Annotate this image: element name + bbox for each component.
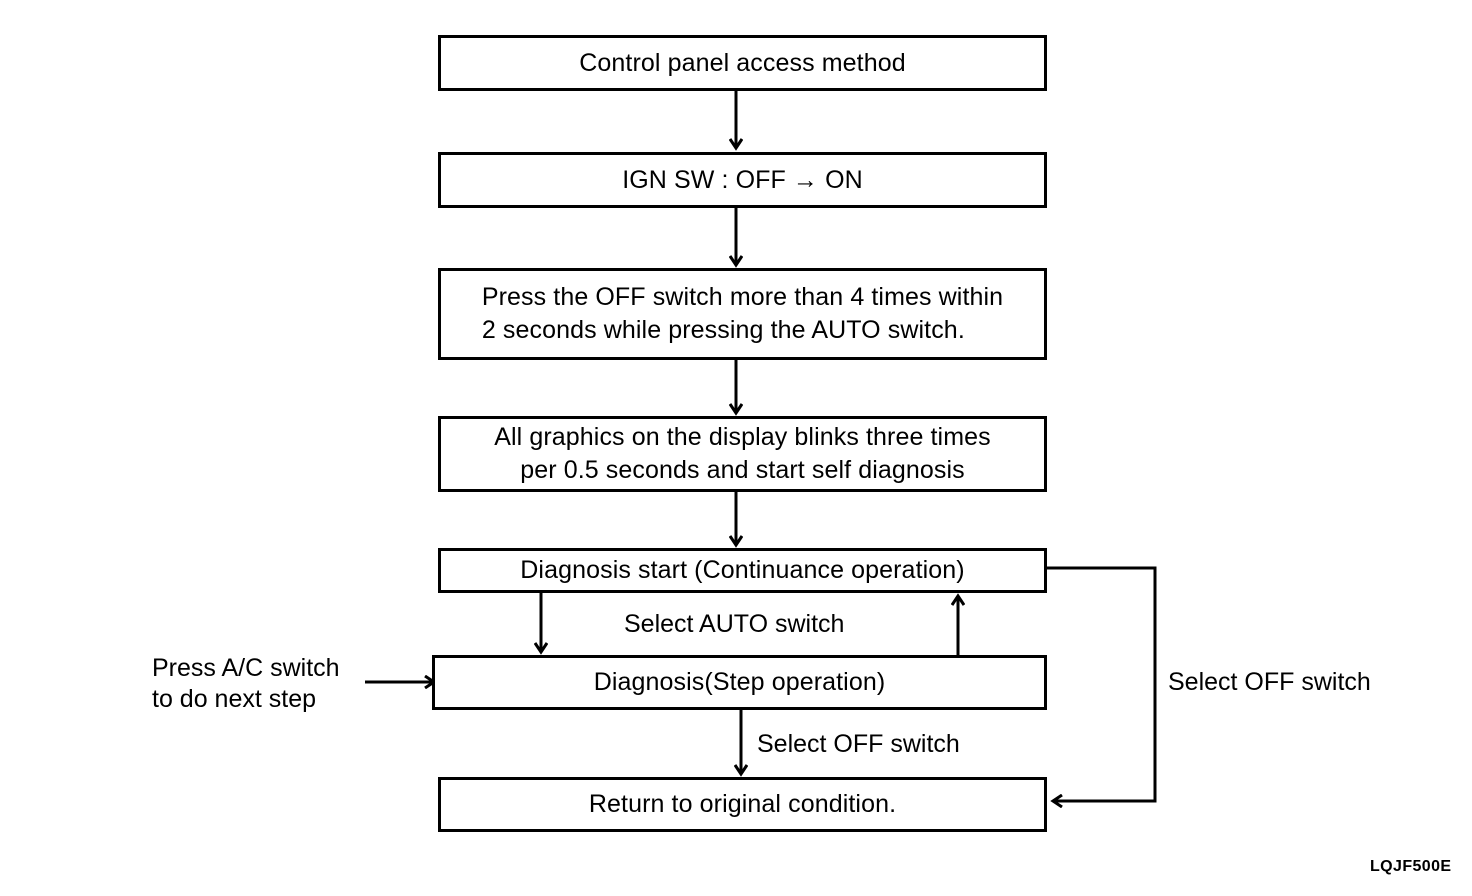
node-ign-sw: IGN SW : OFF → ON xyxy=(438,152,1047,208)
node-label: IGN SW : OFF → ON xyxy=(622,165,863,194)
node-diagnosis-start-continuance: Diagnosis start (Continuance operation) xyxy=(438,548,1047,593)
annotation-press-ac-switch: Press A/C switch to do next step xyxy=(152,654,340,713)
edge-label-select-off-switch-right: Select OFF switch xyxy=(1168,668,1371,696)
node-label: Diagnosis start (Continuance operation) xyxy=(520,556,965,584)
node-label: Control panel access method xyxy=(579,48,906,77)
node-all-graphics-blink: All graphics on the display blinks three… xyxy=(438,416,1047,492)
node-control-panel-access-method: Control panel access method xyxy=(438,35,1047,91)
edge-label-select-off-switch-middle: Select OFF switch xyxy=(757,730,960,758)
connector-diag-start-to-return-right-loop xyxy=(1047,566,1157,801)
node-label: Diagnosis(Step operation) xyxy=(593,668,886,696)
node-return-to-original-condition: Return to original condition. xyxy=(438,777,1047,832)
node-press-off-switch: Press the OFF switch more than 4 times w… xyxy=(438,268,1047,360)
node-label: Return to original condition. xyxy=(588,790,897,818)
node-label: All graphics on the display blinks three… xyxy=(494,423,991,484)
edge-label-select-auto-switch: Select AUTO switch xyxy=(624,610,845,638)
node-label: Press the OFF switch more than 4 times w… xyxy=(481,283,1004,344)
node-diagnosis-step-operation: Diagnosis(Step operation) xyxy=(432,655,1047,710)
figure-caption: LQJF500E xyxy=(1370,858,1452,875)
